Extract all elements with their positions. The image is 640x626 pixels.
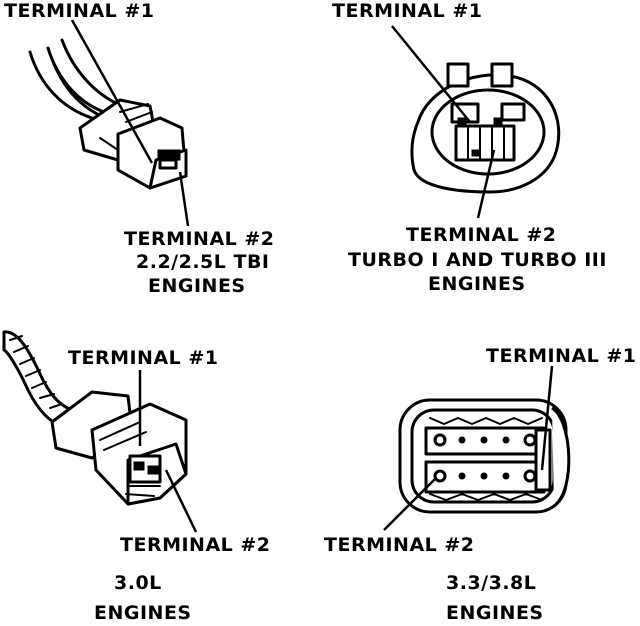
tbi-terminal2-label: TERMINAL #2 [124,228,275,250]
tbi-terminal2-leader [178,171,190,227]
turbo-caption-line2: ENGINES [428,273,526,295]
v6-33-caption-line2: ENGINES [446,602,544,624]
v6-33-terminal1-leader [540,365,554,471]
v6-30-terminal2-label: TERMINAL #2 [120,534,271,556]
turbo-connector-body [410,62,561,194]
panel-turbo: TERMINAL #1 TERMINAL #2 TURBO I AND TURB… [332,0,607,295]
tbi-terminal1-leader [70,19,154,164]
v6-30-caption-line2: ENGINES [94,602,192,624]
turbo-terminal1-label: TERMINAL #1 [332,0,483,22]
v6-33-terminal2-leader [383,477,437,531]
v6-30-caption-line1: 3.0L [114,572,162,594]
turbo-caption-line1: TURBO I AND TURBO III [348,249,607,271]
panel-v6-33: TERMINAL #1 TERMINAL #2 3.3/3.8L ENGINES [324,345,637,624]
tbi-terminal1-label: TERMINAL #1 [4,0,155,22]
v6-30-connector-body [50,390,188,506]
v6-33-terminal1-label: TERMINAL #1 [486,345,637,367]
v6-30-terminal2-leader [164,469,198,533]
panel-tbi: TERMINAL #1 TERMINAL #2 2.2/2.5L TBI ENG… [4,0,275,297]
tbi-caption-line1: 2.2/2.5L TBI [136,251,270,273]
tbi-caption-line2: ENGINES [148,275,246,297]
v6-33-connector-body [398,398,571,514]
tbi-connector-body [78,98,188,190]
turbo-terminal2-label: TERMINAL #2 [406,224,557,246]
v6-33-terminal2-label: TERMINAL #2 [324,534,475,556]
v6-30-terminal1-label: TERMINAL #1 [68,347,219,369]
panel-v6-30: TERMINAL #1 TERMINAL #2 3.0L ENGINES [2,330,271,624]
turbo-terminal2-leader [476,149,496,219]
v6-33-caption-line1: 3.3/3.8L [446,572,536,594]
turbo-terminal1-leader [391,25,471,123]
